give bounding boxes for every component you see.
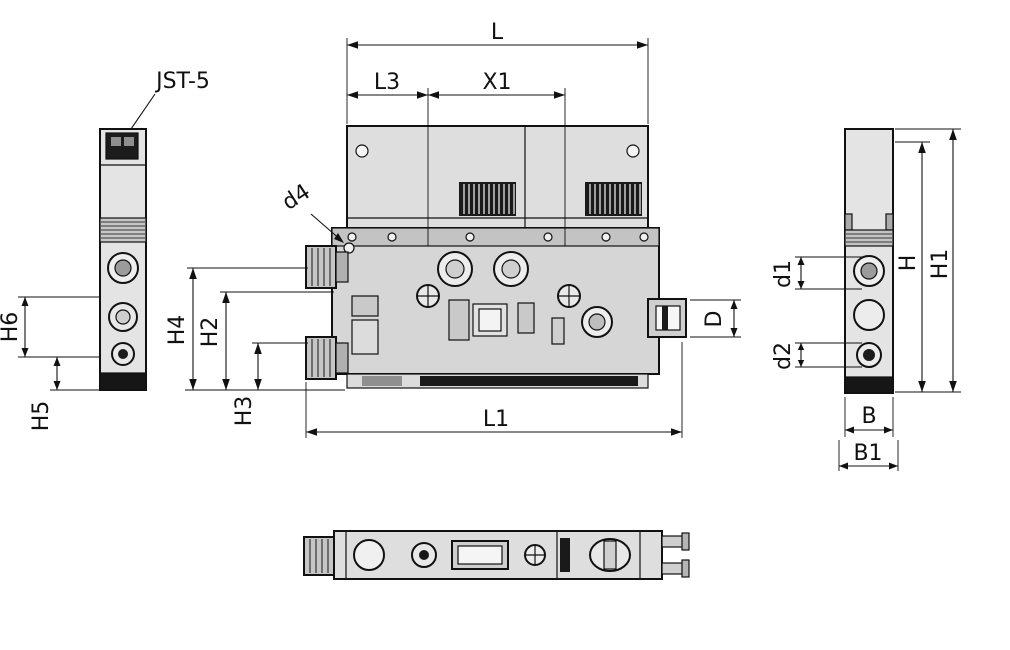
d4-hole xyxy=(343,242,355,254)
dim-B1: B1 xyxy=(838,440,899,471)
solenoid-coil-right xyxy=(585,182,642,216)
cross-screw-left xyxy=(416,284,440,308)
dim-label-H6: H6 xyxy=(0,312,23,343)
label-JST: JST-5 xyxy=(154,69,210,94)
dim-d1: d1 xyxy=(771,256,862,290)
dim-X1: X1 xyxy=(428,70,566,246)
left-view-base xyxy=(99,372,147,391)
bottom-view-screw xyxy=(524,544,546,566)
dim-label-H: H xyxy=(896,255,921,272)
dim-B: B xyxy=(844,397,894,437)
dim-label-B1: B1 xyxy=(853,441,882,466)
dim-label-B: B xyxy=(861,404,876,429)
mount-tab-top xyxy=(661,535,685,548)
callout-JST: JST-5 xyxy=(130,69,210,130)
right-view-base xyxy=(844,376,894,394)
dim-H3: H3 xyxy=(232,342,308,427)
dim-L3: L3 xyxy=(347,70,429,246)
dim-H5: H5 xyxy=(29,357,100,431)
dim-H6: H6 xyxy=(0,296,100,358)
front-view xyxy=(305,125,687,389)
dim-L: L xyxy=(346,20,649,124)
dim-L1: L1 xyxy=(305,342,683,438)
dim-label-D: D xyxy=(702,311,727,328)
left-side-view xyxy=(99,128,147,391)
push-in-fitting-bottom xyxy=(303,536,335,576)
right-side-view xyxy=(844,128,894,394)
bottom-view-port-1 xyxy=(353,539,385,571)
dim-label-H5: H5 xyxy=(29,401,54,432)
dim-H4: H4 xyxy=(165,267,308,390)
dim-D: D xyxy=(690,299,741,338)
dim-label-H4: H4 xyxy=(165,315,190,346)
right-view-port-2 xyxy=(853,299,885,331)
push-in-fitting-upper xyxy=(305,245,349,289)
cover-screw-right xyxy=(626,144,640,158)
bottom-view xyxy=(303,530,690,580)
solenoid-coil-left xyxy=(459,182,516,216)
dim-label-L1: L1 xyxy=(483,407,509,432)
dim-d2: d2 xyxy=(771,342,862,370)
cross-screw-right xyxy=(557,284,581,308)
dim-H2: H2 xyxy=(198,291,334,390)
dim-label-L: L xyxy=(491,20,504,45)
cover-screw-left xyxy=(355,144,369,158)
dim-H1: H1 xyxy=(895,128,961,393)
mount-tab-bottom xyxy=(661,562,685,575)
dim-label-d2: d2 xyxy=(771,342,796,370)
valve-body xyxy=(331,227,660,375)
dim-label-X1: X1 xyxy=(482,70,511,95)
right-port xyxy=(647,298,687,338)
dim-label-H1: H1 xyxy=(928,249,953,280)
dim-H: H xyxy=(895,141,930,392)
dim-label-d1: d1 xyxy=(771,260,796,288)
dim-label-H3: H3 xyxy=(232,396,257,427)
dim-label-L3: L3 xyxy=(374,70,400,95)
dim-label-H2: H2 xyxy=(198,317,223,348)
push-in-fitting-lower xyxy=(305,336,349,380)
